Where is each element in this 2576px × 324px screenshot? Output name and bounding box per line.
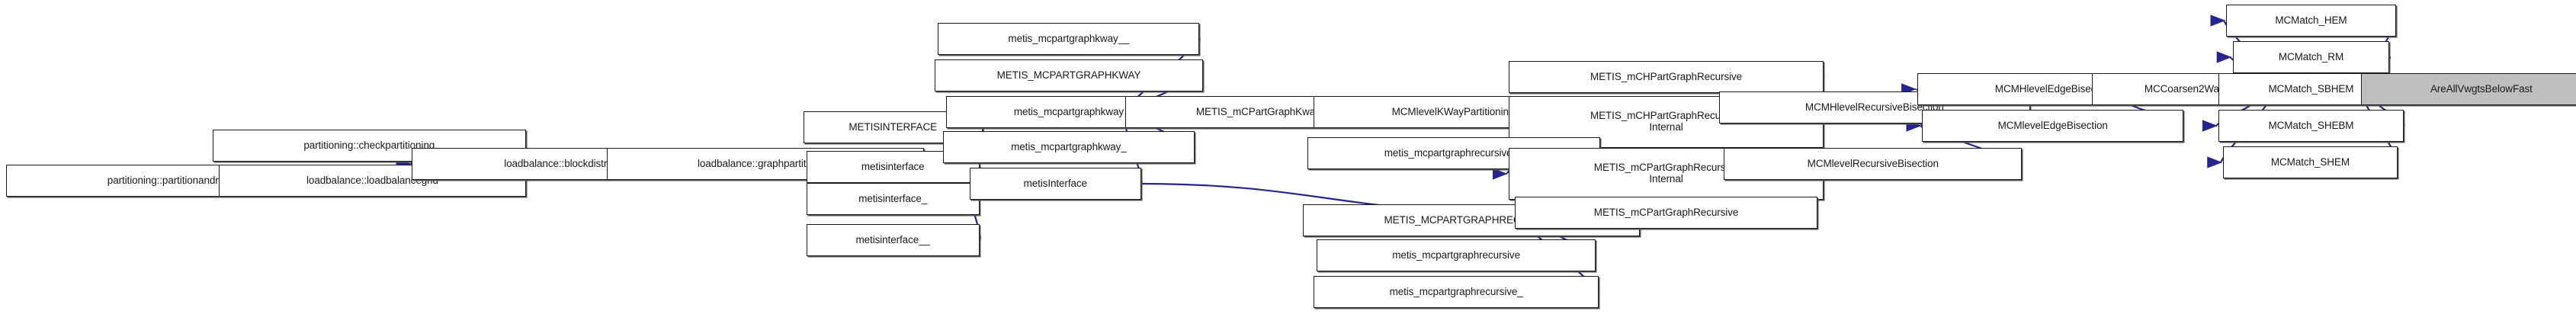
graph-node-mcmatch-shebm[interactable]: MCMatch_SHEBM bbox=[2218, 110, 2404, 142]
graph-node-label: metis_mcpartgraphrecursive__ bbox=[1384, 146, 1524, 159]
graph-node-metisinterface[interactable]: metisinterface__ bbox=[806, 224, 980, 256]
graph-node-label: partitioning::checkpartitioning bbox=[303, 139, 435, 151]
graph-node-label: METISINTERFACE bbox=[849, 120, 938, 133]
graph-node-label: MCMlevelKWayPartitioning bbox=[1391, 105, 1515, 117]
graph-node-label: metis_mcpartgraphkway__ bbox=[1008, 32, 1130, 44]
graph-node-label: loadbalance::blockdistribution bbox=[504, 157, 637, 169]
graph-node-label: MCMHlevelRecursiveBisection bbox=[1804, 101, 1944, 113]
graph-node-label: METIS_MCPARTGRAPHKWAY bbox=[996, 69, 1141, 81]
graph-node-metis-mcpartgraphrecursive[interactable]: metis_mcpartgraphrecursive_ bbox=[1314, 276, 1599, 308]
graph-node-label: MCMatch_HEM bbox=[2275, 14, 2347, 26]
graph-node-label: METIS_mCPartGraphRecursive bbox=[1593, 206, 1739, 218]
graph-node-metis-mcpartgraphrecursive[interactable]: METIS_mCPartGraphRecursive bbox=[1515, 197, 1818, 229]
graph-node-label: MCMatch_SHEBM bbox=[2268, 119, 2354, 131]
graph-node-label: metis_mcpartgraphrecursive bbox=[1392, 249, 1520, 261]
graph-node-mcmleveledgebisection[interactable]: MCMlevelEdgeBisection bbox=[1922, 110, 2184, 142]
graph-node-label: partitioning::partitionandreadgrid bbox=[107, 174, 253, 186]
graph-node-metis-mcpartgraphkway[interactable]: metis_mcpartgraphkway__ bbox=[938, 23, 1200, 55]
graph-node-mcmatch-hem[interactable]: MCMatch_HEM bbox=[2226, 5, 2396, 37]
graph-node-label: MCMlevelRecursiveBisection bbox=[1807, 157, 1939, 169]
graph-node-metis-mcpartgraphkway[interactable]: METIS_MCPARTGRAPHKWAY bbox=[935, 59, 1203, 91]
graph-node-metisinterface[interactable]: metisinterface bbox=[806, 151, 980, 183]
graph-node-label: loadbalance::loadbalancegrid bbox=[306, 174, 438, 186]
graph-node-label: MCMHlevelEdgeBisection bbox=[1994, 82, 2112, 95]
graph-node-metis-mchpartgraphrecursive[interactable]: METIS_mCHPartGraphRecursive bbox=[1508, 61, 1824, 93]
graph-node-label: AreAllVwgtsBelowFast bbox=[2430, 82, 2533, 95]
graph-node-label: metis_mcpartgraphkway bbox=[1013, 105, 1124, 117]
graph-node-mcmlevelrecursivebisection[interactable]: MCMlevelRecursiveBisection bbox=[1724, 148, 2023, 180]
graph-node-metisinterface[interactable]: metisinterface_ bbox=[806, 183, 980, 215]
graph-node-areallvwgtsbelowfast[interactable]: AreAllVwgtsBelowFast bbox=[2360, 73, 2576, 105]
graph-node-label: metisinterface bbox=[861, 160, 925, 172]
graph-node-label: metisinterface__ bbox=[855, 233, 931, 245]
graph-node-metis-mcpartgraphrecursive[interactable]: metis_mcpartgraphrecursive bbox=[1317, 239, 1596, 271]
graph-node-label: metisinterface_ bbox=[858, 192, 928, 204]
graph-node-label: METIS_mCPartGraphKway bbox=[1195, 105, 1320, 117]
graph-node-label: MCMatch_SBHEM bbox=[2268, 82, 2354, 95]
graph-node-label: loadbalance::graphpartitioning bbox=[697, 157, 833, 169]
graph-node-metisinterface[interactable]: metisInterface bbox=[970, 168, 1141, 200]
graph-node-label: metis_mcpartgraphkway_ bbox=[1011, 140, 1127, 152]
graph-node-label: MCMatch_RM bbox=[2278, 50, 2344, 63]
graph-node-label: METIS_mCHPartGraphRecursive Internal bbox=[1590, 110, 1743, 133]
graph-node-label: MCMatch_SHEM bbox=[2270, 156, 2350, 168]
graph-node-label: metisInterface bbox=[1023, 177, 1087, 189]
graph-node-mcmatch-shem[interactable]: MCMatch_SHEM bbox=[2223, 146, 2398, 178]
graph-node-label: MCMlevelEdgeBisection bbox=[1997, 119, 2108, 131]
graph-node-mcmatch-rm[interactable]: MCMatch_RM bbox=[2232, 41, 2390, 73]
graph-node-label: METIS_mCPartGraphRecursive Internal bbox=[1593, 162, 1739, 184]
graph-node-label: metis_mcpartgraphrecursive_ bbox=[1389, 285, 1523, 297]
graph-node-label: MCCoarsen2Way bbox=[2144, 82, 2225, 95]
graph-node-label: METIS_mCHPartGraphRecursive bbox=[1590, 70, 1743, 82]
graph-node-metis-mcpartgraphkway[interactable]: metis_mcpartgraphkway_ bbox=[942, 131, 1195, 163]
